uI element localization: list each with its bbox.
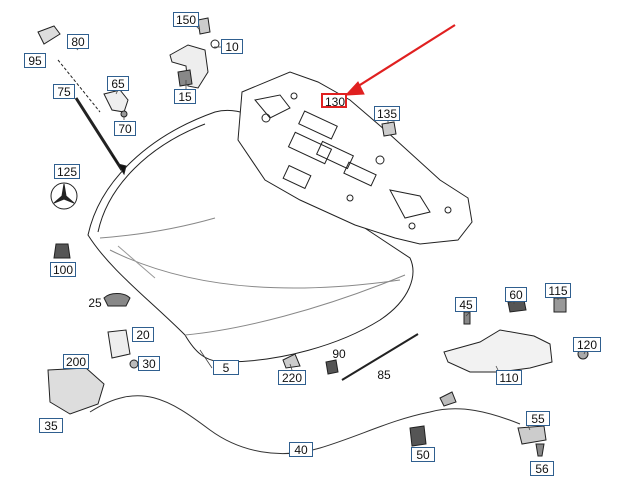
- part-label-70: 70: [114, 121, 136, 136]
- bump-stop-icon: [282, 353, 301, 369]
- part-label-135: 135: [374, 106, 400, 121]
- part-label-15: 15: [174, 89, 196, 104]
- part-label-45: 45: [455, 297, 477, 312]
- clip-icon: [381, 121, 397, 137]
- gas-strut-icon: [74, 97, 127, 176]
- hood-lock-icon: [47, 367, 105, 415]
- bolt-115-icon: [553, 297, 567, 313]
- part-label-120: 120: [573, 337, 601, 352]
- hinge-bracket-icon: [169, 17, 220, 89]
- seal-icon: [103, 293, 131, 307]
- support-rod-icon: [341, 333, 419, 381]
- rubber-buffer-icon: [53, 243, 71, 259]
- part-label-30: 30: [138, 356, 160, 371]
- insulation-pad-outline: [237, 71, 473, 245]
- part-label-90: 90: [332, 347, 346, 361]
- part-label-25: 25: [88, 296, 102, 310]
- part-label-85: 85: [377, 368, 391, 382]
- bolt-icon: [463, 311, 471, 325]
- hood-panel-outline: [87, 109, 414, 363]
- part-label-220: 220: [278, 370, 306, 385]
- lock-bracket-icon: [443, 329, 553, 373]
- part-label-40: 40: [289, 442, 313, 457]
- part-label-110: 110: [496, 370, 522, 385]
- part-label-130: 130: [321, 93, 347, 109]
- latch-bracket-icon: [107, 329, 131, 359]
- part-label-115: 115: [545, 283, 571, 298]
- part-label-20: 20: [132, 327, 154, 342]
- hood-hinge-icon: [37, 25, 101, 113]
- part-label-100: 100: [50, 262, 76, 277]
- hinge-small-icon: [103, 89, 129, 118]
- emblem-star-icon: [50, 182, 78, 210]
- part-label-95: 95: [24, 53, 46, 68]
- highlight-arrow-icon: [344, 24, 456, 96]
- part-label-56: 56: [530, 461, 554, 476]
- part-label-200: 200: [63, 354, 89, 369]
- part-label-75: 75: [53, 84, 75, 99]
- part-label-80: 80: [67, 34, 89, 49]
- grommet-icon: [325, 359, 339, 375]
- part-label-10: 10: [221, 39, 243, 54]
- screw-icon: [129, 359, 139, 369]
- part-label-150: 150: [173, 12, 199, 27]
- part-label-65: 65: [107, 76, 129, 91]
- part-label-125: 125: [54, 164, 80, 179]
- release-handle-icon: [409, 425, 427, 447]
- cable-end-icon: [517, 425, 547, 445]
- release-cable-icon: [89, 395, 521, 454]
- part-label-35: 35: [39, 418, 63, 433]
- clip-56-icon: [535, 443, 545, 457]
- part-label-5: 5: [213, 360, 239, 375]
- part-label-55: 55: [526, 411, 550, 426]
- part-label-60: 60: [505, 287, 527, 302]
- part-label-50: 50: [411, 447, 435, 462]
